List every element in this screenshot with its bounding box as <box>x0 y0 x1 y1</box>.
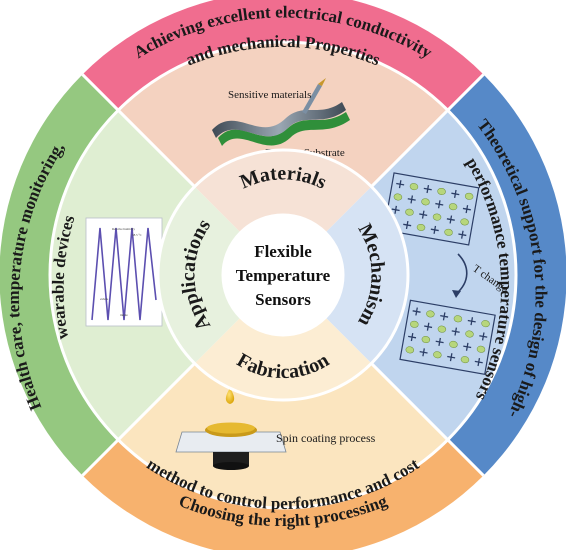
positive-charge-icon <box>424 322 433 331</box>
positive-charge-icon <box>446 215 455 224</box>
positive-charge-icon <box>396 180 405 189</box>
carrier-particle-icon <box>481 320 490 328</box>
carrier-particle-icon <box>449 340 458 348</box>
flexible-substrate-shape <box>218 112 350 146</box>
applications-illustration: Relative humidity 38.5 °C exhale inhale <box>85 217 163 327</box>
carrier-particle-icon <box>460 356 470 364</box>
carrier-particle-icon <box>433 351 442 359</box>
spin-coating-label: Spin coating process <box>276 431 376 445</box>
positive-charge-icon <box>462 205 471 214</box>
carrier-particle-icon <box>437 325 447 333</box>
center-circle <box>221 213 345 337</box>
carrier-particle-icon <box>465 330 474 338</box>
positive-charge-icon <box>423 184 432 194</box>
positive-charge-icon <box>474 358 483 367</box>
positive-charge-icon <box>451 327 460 336</box>
carrier-particle-icon <box>448 203 458 211</box>
breathing-signal-line <box>91 227 157 321</box>
positive-charge-icon <box>412 307 421 316</box>
breathing-chart-frame <box>85 217 163 327</box>
carrier-particle-icon <box>432 213 442 221</box>
droplet-icon <box>225 388 235 404</box>
carrier-particle-icon <box>476 345 486 353</box>
positive-charge-icon <box>403 220 412 230</box>
positive-charge-icon <box>463 342 472 351</box>
positive-charge-icon <box>419 210 428 219</box>
mechanism-ring-sector <box>325 186 409 364</box>
chart-text-temperature: 38.5 °C <box>132 233 142 237</box>
carrier-particle-icon <box>426 310 435 318</box>
spin-motor <box>213 452 249 466</box>
positive-charge-icon <box>435 200 444 209</box>
positive-charge-icon <box>451 189 460 198</box>
positive-charge-icon <box>479 332 488 341</box>
lattice-box-bottom <box>399 299 496 375</box>
applications-ring-sector <box>157 186 241 364</box>
inner-boundary <box>48 40 518 510</box>
materials-ring-sector <box>194 149 372 233</box>
carrier-particle-icon <box>410 320 419 328</box>
probe-icon <box>302 84 322 114</box>
carrier-particle-icon <box>405 208 414 216</box>
sensitive-materials-label: Sensitive materials <box>228 89 311 101</box>
fabrication-ring-sector <box>194 317 372 401</box>
center-title-line1: Flexible <box>254 242 312 261</box>
positive-charge-icon <box>391 205 400 214</box>
positive-charge-icon <box>467 317 476 326</box>
positive-charge-icon <box>408 333 417 342</box>
positive-charge-icon <box>440 312 449 321</box>
chart-text-humidity: Relative humidity <box>112 227 135 231</box>
positive-charge-icon <box>447 353 456 362</box>
positive-charge-icon <box>407 195 416 204</box>
positive-charge-icon <box>430 225 439 234</box>
carrier-particle-icon <box>416 223 426 231</box>
chart-text-inhale: inhale <box>120 313 128 317</box>
sensitive-film-shape <box>212 102 346 138</box>
center-title-line3: Sensors <box>255 290 311 309</box>
positive-charge-icon <box>419 348 428 357</box>
carrier-particle-icon <box>421 198 430 206</box>
carrier-particle-icon <box>409 183 419 191</box>
carrier-particle-icon <box>444 228 453 236</box>
lattice-box-top <box>383 172 480 246</box>
chart-text-exhale: exhale <box>100 297 109 301</box>
fabrication-illustration: Spin coating process <box>175 388 376 470</box>
particles-bottom <box>405 307 490 367</box>
center-title-line2: Temperature <box>236 266 331 285</box>
carrier-particle-icon <box>464 192 474 200</box>
carrier-particle-icon <box>453 315 463 323</box>
carrier-particle-icon <box>405 346 415 354</box>
positive-charge-icon <box>458 230 467 239</box>
carrier-particle-icon <box>393 193 403 201</box>
carrier-particle-icon <box>460 218 469 226</box>
carrier-particle-icon <box>437 187 446 195</box>
positive-charge-icon <box>435 337 444 347</box>
carrier-particle-icon <box>421 336 431 344</box>
